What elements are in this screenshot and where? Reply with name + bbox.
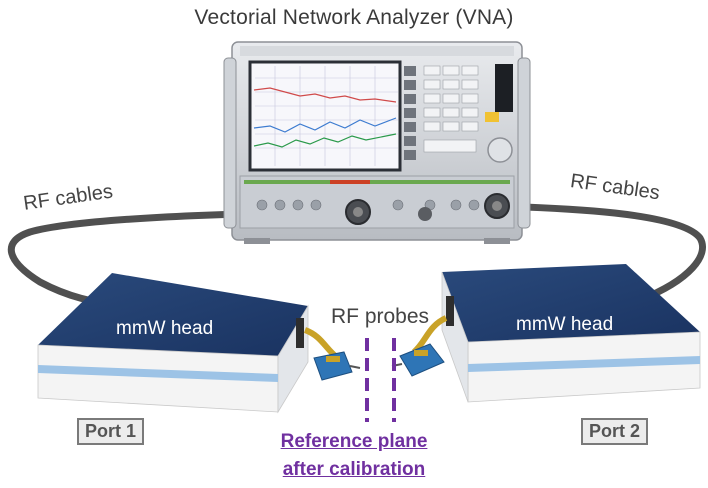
reference-plane-line2: after calibration (282, 459, 426, 480)
rf-probe-right (391, 315, 448, 377)
vna-instrument (223, 41, 531, 244)
mmw-head-right (441, 264, 701, 403)
mmw-head-left (37, 273, 309, 414)
diagram-title: Vectorial Network Analyzer (VNA) (194, 6, 514, 29)
rf-probes-label: RF probes (331, 305, 430, 328)
port-1-label: Port 1 (77, 418, 145, 445)
rf-probe-left (303, 327, 361, 381)
reference-plane-label: Reference plane after calibration (254, 428, 454, 484)
reference-plane-line1: Reference plane (280, 431, 428, 452)
mmw-head-label-right: mmW head (516, 314, 614, 335)
port-2-label: Port 2 (581, 418, 649, 445)
mmw-head-label-left: mmW head (116, 318, 214, 339)
rf-cable-right (493, 202, 706, 304)
